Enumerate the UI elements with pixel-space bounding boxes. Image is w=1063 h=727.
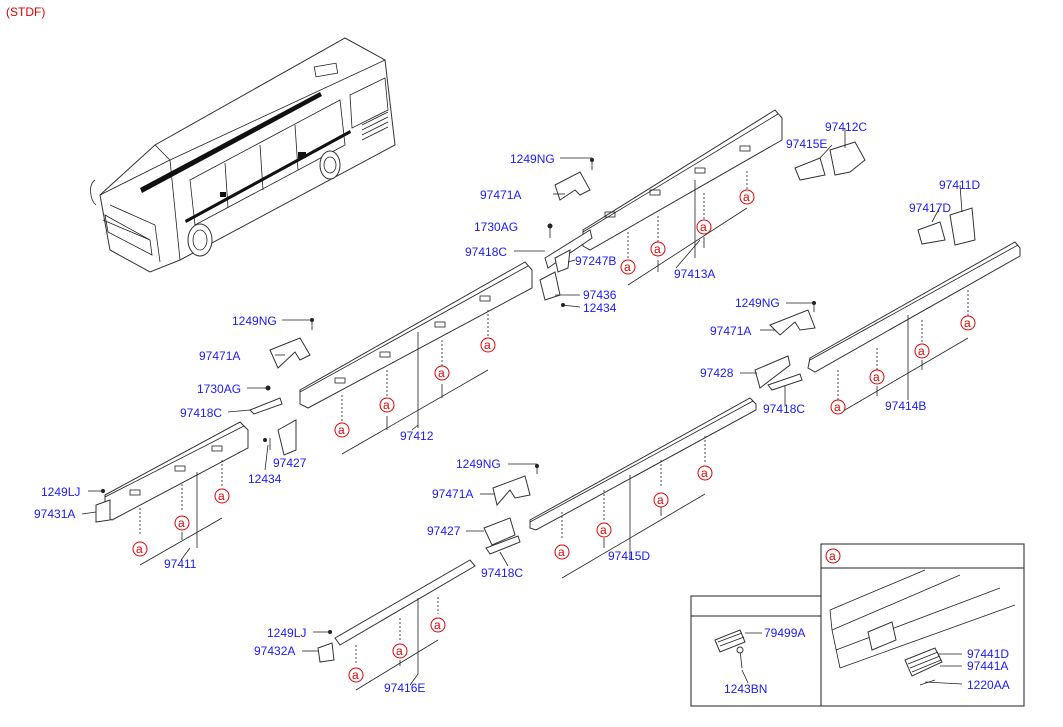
svg-text:a: a bbox=[396, 644, 403, 658]
svg-text:a: a bbox=[438, 366, 445, 380]
label-97417d: 97417D bbox=[909, 201, 951, 215]
label-1249ng: 1249NG bbox=[510, 152, 555, 166]
label-1730ag: 1730AG bbox=[474, 220, 518, 234]
label-1249lj: 1249LJ bbox=[267, 626, 306, 640]
bracket-97247b bbox=[554, 249, 571, 273]
label-97427: 97427 bbox=[427, 524, 461, 538]
svg-text:a: a bbox=[484, 338, 491, 352]
detail-box-a: a bbox=[820, 543, 1025, 707]
label-1243bn: 1243BN bbox=[724, 682, 767, 696]
grille-97441 bbox=[904, 647, 943, 677]
bracket-97431a bbox=[95, 499, 111, 523]
rail-97412 bbox=[299, 261, 533, 455]
bracket-97411d bbox=[949, 207, 976, 246]
label-97415d: 97415D bbox=[608, 549, 650, 563]
label-97413a: 97413A bbox=[674, 267, 715, 281]
label-1220aa: 1220AA bbox=[967, 678, 1010, 692]
leader-lines bbox=[81, 128, 963, 686]
svg-text:a: a bbox=[743, 190, 750, 204]
fasteners bbox=[101, 158, 816, 634]
label-97418c: 97418C bbox=[465, 245, 507, 259]
svg-text:a: a bbox=[700, 220, 707, 234]
svg-text:a: a bbox=[624, 260, 631, 274]
bracket-97412c bbox=[829, 141, 866, 176]
part-labels: 1249NG 97471A 1730AG 97418C 97247B 97436… bbox=[34, 120, 1010, 696]
bracket-97418c-d bbox=[485, 535, 521, 555]
svg-text:a: a bbox=[136, 542, 143, 556]
label-1249ng: 1249NG bbox=[456, 457, 501, 471]
label-97418c: 97418C bbox=[481, 566, 523, 580]
svg-text:a: a bbox=[873, 370, 880, 384]
label-97432a: 97432A bbox=[254, 644, 295, 658]
label-1730ag: 1730AG bbox=[197, 382, 241, 396]
svg-text:a: a bbox=[383, 398, 390, 412]
label-97418c: 97418C bbox=[763, 402, 805, 416]
rail-97416e bbox=[334, 559, 476, 691]
label-97418c: 97418C bbox=[180, 406, 222, 420]
svg-text:a: a bbox=[434, 618, 441, 632]
bracket-97415e bbox=[794, 157, 826, 181]
svg-text:a: a bbox=[654, 242, 661, 256]
label-97414b: 97414B bbox=[885, 399, 926, 413]
label-97436: 97436 bbox=[583, 288, 617, 302]
svg-text:a: a bbox=[178, 516, 185, 530]
svg-text:a: a bbox=[352, 668, 359, 682]
label-97431a: 97431A bbox=[34, 507, 75, 521]
label-79499a: 79499A bbox=[764, 626, 805, 640]
callout-circles: a a a a a a a a a a a a a a a a a a a a … bbox=[132, 189, 976, 683]
label-97412c: 97412C bbox=[825, 120, 867, 134]
svg-text:a: a bbox=[829, 549, 836, 563]
rail-97413a bbox=[582, 109, 783, 286]
label-97416e: 97416E bbox=[384, 681, 425, 695]
bracket-97418c-c bbox=[767, 373, 803, 391]
svg-text:a: a bbox=[657, 493, 664, 507]
svg-text:a: a bbox=[701, 466, 708, 480]
bracket-97417d bbox=[917, 221, 946, 245]
detail-box-small bbox=[690, 595, 822, 707]
label-97471a: 97471A bbox=[710, 324, 751, 338]
bracket-97432a bbox=[317, 642, 335, 663]
label-97247b: 97247B bbox=[575, 254, 616, 268]
label-97411: 97411 bbox=[164, 557, 197, 571]
label-97471a: 97471A bbox=[199, 349, 240, 363]
cover-97471a-d bbox=[492, 475, 531, 507]
cover-97471a-b bbox=[269, 337, 311, 369]
label-97428: 97428 bbox=[700, 366, 734, 380]
bracket-97427-b bbox=[483, 517, 516, 546]
grille-79499a bbox=[714, 629, 746, 653]
label-97415e: 97415E bbox=[786, 137, 827, 151]
label-12434: 12434 bbox=[583, 301, 617, 315]
label-97441d: 97441D bbox=[967, 647, 1009, 661]
rail-97414b bbox=[807, 241, 1021, 415]
label-12434: 12434 bbox=[248, 472, 282, 486]
svg-text:a: a bbox=[600, 523, 607, 537]
svg-text:a: a bbox=[338, 423, 345, 437]
svg-text:a: a bbox=[834, 400, 841, 414]
cover-97471a-a bbox=[554, 171, 591, 201]
bracket-97418c-b bbox=[249, 397, 283, 415]
svg-text:a: a bbox=[558, 545, 565, 559]
rail-97415d bbox=[529, 397, 757, 579]
cover-97471a-c bbox=[769, 309, 816, 336]
svg-text:a: a bbox=[218, 489, 225, 503]
bracket-97428 bbox=[754, 355, 791, 389]
bracket-97436 bbox=[539, 271, 561, 301]
variant-label: (STDF) bbox=[6, 5, 45, 19]
label-97471a: 97471A bbox=[432, 487, 473, 501]
svg-text:a: a bbox=[918, 344, 925, 358]
bracket-97427-a bbox=[277, 419, 297, 456]
label-1249lj: 1249LJ bbox=[41, 485, 80, 499]
label-97411d: 97411D bbox=[939, 178, 980, 192]
label-1249ng: 1249NG bbox=[735, 296, 780, 310]
label-97441a: 97441A bbox=[967, 659, 1008, 673]
bus-illustration bbox=[90, 37, 396, 273]
label-97427: 97427 bbox=[273, 456, 307, 470]
label-1249ng: 1249NG bbox=[232, 314, 277, 328]
label-97471a: 97471A bbox=[480, 188, 521, 202]
svg-text:a: a bbox=[964, 316, 971, 330]
label-97412: 97412 bbox=[400, 429, 434, 443]
